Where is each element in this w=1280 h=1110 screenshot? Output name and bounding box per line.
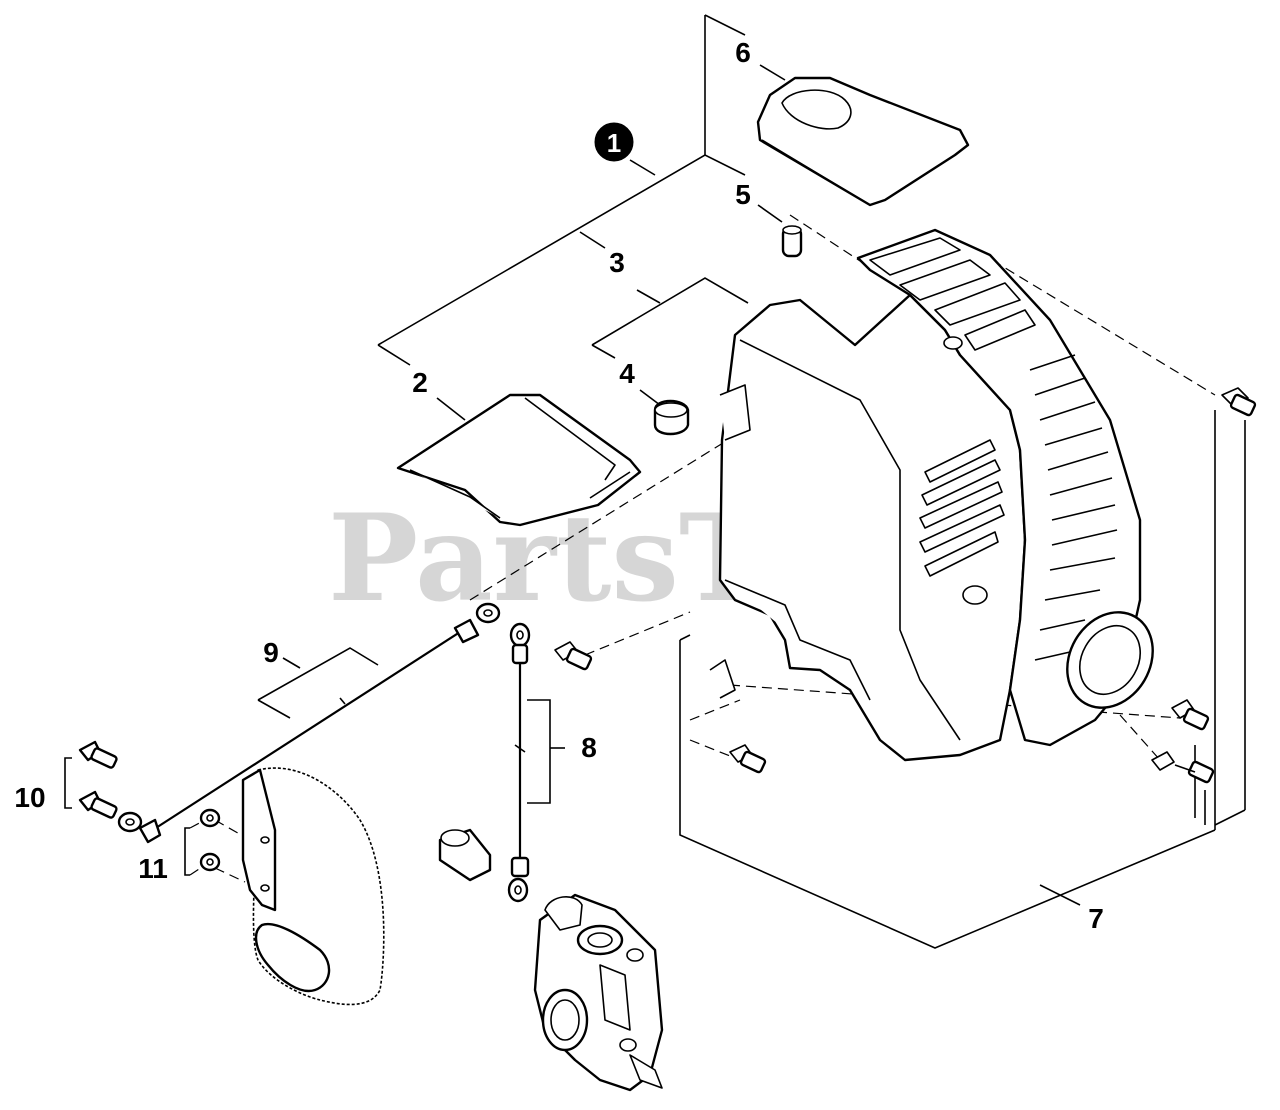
screws-part-10	[78, 740, 118, 819]
leader-lines	[64, 14, 1246, 949]
callout-2[interactable]: 2	[412, 367, 428, 398]
callout-10[interactable]: 10	[14, 782, 45, 813]
engine-shroud-part	[709, 228, 1154, 762]
filter-cover-part	[756, 76, 970, 207]
shroud-screws	[554, 387, 1257, 784]
cable-part-8	[507, 622, 531, 903]
callout-7[interactable]: 7	[1088, 903, 1104, 934]
callout-8[interactable]: 8	[581, 732, 597, 763]
svg-text:1: 1	[607, 128, 621, 158]
cable-part-9	[117, 602, 501, 844]
screw-front-left	[554, 641, 593, 671]
washers-part-11	[199, 808, 221, 872]
plate-part	[396, 393, 642, 527]
bracket-plate	[241, 767, 385, 1006]
screw-10-bottom	[78, 790, 118, 819]
screw-bottom-left	[729, 744, 767, 774]
callout-1[interactable]: 1	[594, 122, 634, 162]
screw-right-low	[1151, 751, 1215, 784]
callout-9[interactable]: 9	[263, 637, 279, 668]
callout-3[interactable]: 3	[609, 247, 625, 278]
callout-11[interactable]: 11	[138, 853, 168, 884]
pin-part	[781, 225, 803, 258]
screw-top-right	[1221, 387, 1257, 417]
screw-10-top	[78, 740, 118, 769]
carburetor-part	[533, 893, 664, 1092]
callout-5[interactable]: 5	[735, 179, 751, 210]
callout-4[interactable]: 4	[619, 358, 635, 389]
callout-6[interactable]: 6	[735, 37, 751, 68]
fitting-part	[438, 828, 492, 882]
screw-right-mid	[1171, 699, 1210, 731]
grommet-part	[653, 399, 690, 436]
